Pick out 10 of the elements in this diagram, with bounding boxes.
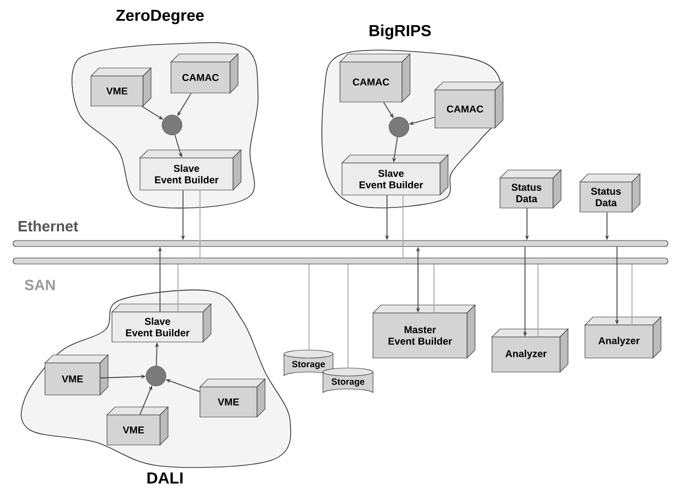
group-title: BigRIPS <box>370 24 431 40</box>
group-title: ZeroDegree <box>116 10 204 24</box>
junction-circle <box>388 116 410 138</box>
storage-cylinder: Storage <box>322 368 374 394</box>
group-title: DALI <box>147 472 183 484</box>
junction-circle <box>146 366 166 386</box>
junction-circle <box>162 114 182 136</box>
bus-label: SAN <box>24 280 55 290</box>
storage-cylinder: Storage <box>284 350 334 376</box>
bus-label: Ethernet <box>18 220 78 232</box>
